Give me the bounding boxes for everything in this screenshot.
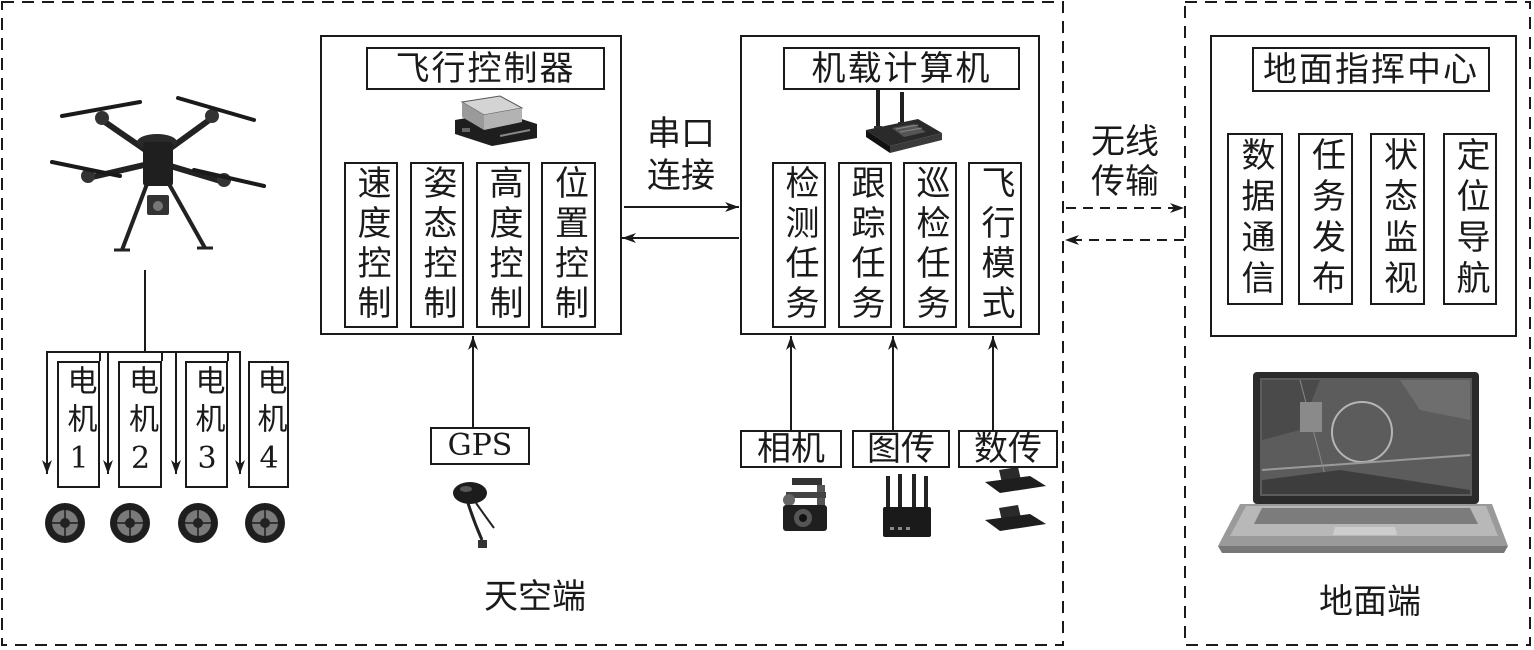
- gc-module-status-monitoring: 状态监视: [1370, 133, 1425, 305]
- motor-icon: [178, 503, 218, 543]
- onboard-computer-panel: [740, 35, 1040, 335]
- image-transmission-box: 图传: [852, 430, 950, 468]
- laptop-icon: [1218, 372, 1508, 553]
- wireless-link-label-line1: 无线: [1091, 122, 1159, 162]
- ground-side-label: 地面端: [1319, 582, 1421, 622]
- gc-module-label: 定位导航: [1450, 137, 1490, 301]
- drone-icon: [50, 96, 266, 252]
- router-icon: [883, 474, 931, 537]
- motor-icon: [110, 503, 150, 543]
- fc-module-label: 位置控制: [548, 165, 589, 325]
- motor-3-box: 电机3: [185, 361, 228, 488]
- oc-module-detection-task: 检测任务: [772, 162, 826, 328]
- camera-gimbal-icon: [783, 478, 827, 531]
- flight-controller-title: 飞行控制器: [366, 47, 605, 90]
- motor-icon: [45, 503, 85, 543]
- gps-box: GPS: [430, 427, 530, 465]
- flight-controller-panel: [320, 35, 622, 335]
- fc-module-label: 速度控制: [351, 165, 391, 325]
- gc-module-label: 任务发布: [1305, 137, 1346, 301]
- fc-module-label: 姿态控制: [417, 165, 457, 325]
- serial-link-label-line2: 连接: [647, 156, 715, 196]
- motor-1-box: 电机1: [57, 361, 100, 488]
- serial-link-label-line1: 串口: [647, 114, 715, 154]
- gc-module-positioning-navigation: 定位导航: [1443, 133, 1497, 305]
- gc-module-label: 数据通信: [1235, 137, 1275, 301]
- motor-label: 电机2: [123, 365, 158, 484]
- gps-antenna-icon: [453, 482, 495, 548]
- camera-box: 相机: [740, 430, 842, 468]
- air-side-region: [1, 1, 1064, 646]
- ground-side-region: [1184, 1, 1531, 646]
- onboard-computer-icon: [866, 90, 942, 153]
- motor-4-box: 电机4: [248, 361, 289, 488]
- fc-module-attitude-control: 姿态控制: [410, 162, 464, 328]
- motor-label: 电机3: [189, 365, 225, 484]
- flight-controller-icon: [455, 95, 537, 146]
- onboard-computer-title: 机载计算机: [783, 47, 1020, 90]
- data-transmission-box: 数传: [958, 430, 1058, 468]
- oc-module-inspection-task: 巡检任务: [903, 162, 957, 328]
- motor-label: 电机1: [61, 365, 97, 484]
- motor-label: 电机4: [251, 365, 287, 484]
- datalink-icon: [985, 467, 1046, 531]
- oc-module-label: 巡检任务: [910, 165, 950, 325]
- fc-module-label: 高度控制: [483, 165, 523, 325]
- ground-center-title: 地面指挥中心: [1252, 47, 1490, 92]
- fc-module-position-control: 位置控制: [541, 162, 596, 328]
- ground-center-panel: [1210, 35, 1517, 337]
- motor-icon: [245, 503, 285, 543]
- oc-module-label: 跟踪任务: [845, 165, 885, 325]
- motor-2-box: 电机2: [118, 361, 162, 488]
- fc-module-speed-control: 速度控制: [344, 162, 398, 328]
- gc-module-task-release: 任务发布: [1298, 133, 1353, 305]
- oc-module-label: 检测任务: [779, 165, 819, 325]
- wireless-link-label-line2: 传输: [1091, 162, 1159, 202]
- fc-module-altitude-control: 高度控制: [476, 162, 530, 328]
- gc-module-data-communication: 数据通信: [1227, 133, 1283, 305]
- oc-module-tracking-task: 跟踪任务: [838, 162, 892, 328]
- air-side-label: 天空端: [484, 577, 586, 617]
- oc-module-label: 飞行模式: [975, 165, 1015, 325]
- oc-module-flight-mode: 飞行模式: [968, 162, 1022, 328]
- gc-module-label: 状态监视: [1377, 137, 1418, 301]
